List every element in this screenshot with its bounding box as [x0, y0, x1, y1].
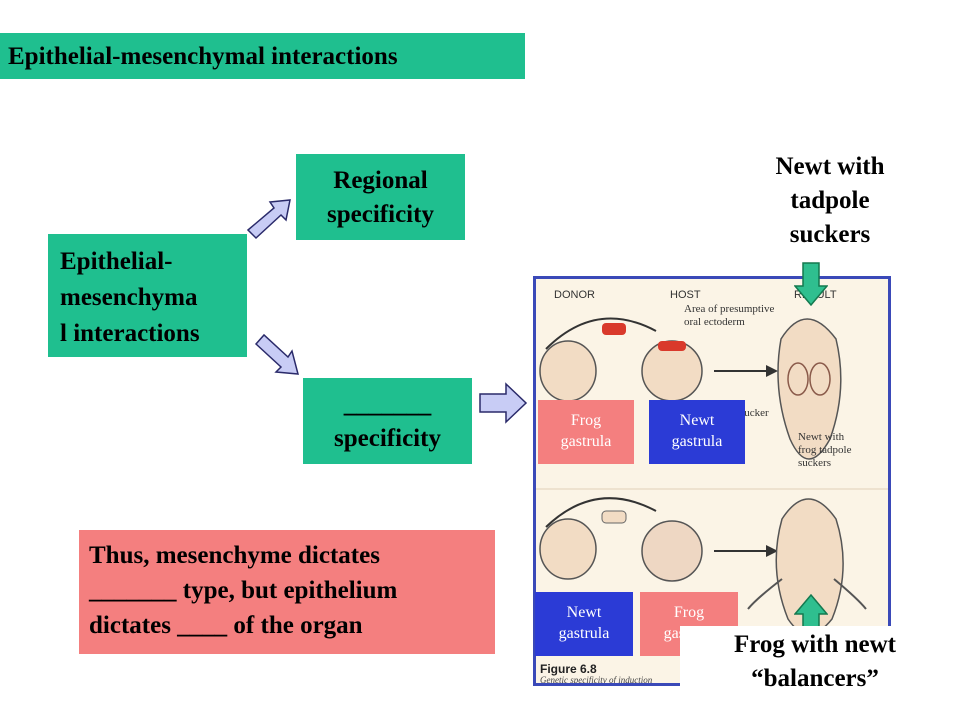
newt-gastrula-bottom-line-2: gastrula: [558, 625, 610, 642]
result-top-line-2: tadpole: [790, 187, 870, 214]
summary-box: Thus, mesenchyme dictates _______ type, …: [79, 530, 495, 654]
blank-specificity-box: _______ specificity: [303, 378, 472, 464]
summary-line-1: Thus, mesenchyme dictates: [89, 542, 380, 569]
slide-title-text: Epithelial-mesenchymal interactions: [8, 43, 398, 70]
result-top-label: Newt with tadpole suckers: [740, 150, 920, 252]
source-line-2: mesenchyma: [60, 284, 198, 311]
green-down-arrow-icon: [794, 262, 828, 306]
result-top-line-1: Newt with: [775, 153, 885, 180]
result-bottom-label: Frog with newt “balancers”: [680, 626, 950, 700]
graft-piece-bottom: [601, 510, 627, 524]
blank-line-1: _______: [343, 391, 432, 418]
graft-piece-top: [602, 323, 626, 335]
regional-line-1: Regional: [333, 167, 428, 194]
blank-line-2: specificity: [334, 425, 441, 452]
annotation-newt-line-3: suckers: [798, 457, 831, 469]
source-box: Epithelial- mesenchyma l interactions: [48, 234, 247, 357]
annotation-newt-line-2: frog tadpole: [798, 444, 852, 456]
frog-gastrula-top-line-2: gastrula: [560, 433, 612, 450]
newt-gastrula-label-top: Newt gastrula: [649, 400, 745, 464]
frog-tadpole-bottom: [775, 498, 844, 635]
regional-line-2: specificity: [327, 201, 434, 228]
newt-larva-top: [777, 318, 842, 460]
slide-title: Epithelial-mesenchymal interactions: [0, 33, 525, 79]
transfer-arrow-top: [545, 317, 657, 350]
annotation-newt-line-1: Newt with: [798, 431, 845, 443]
donor-label: DONOR: [554, 289, 595, 301]
arrow-down-right-icon: [254, 333, 299, 375]
newt-gastrula-bottom-line-1: Newt: [566, 604, 602, 621]
transfer-arrow-bottom: [545, 497, 657, 528]
newt-gastrula-top-line-2: gastrula: [671, 433, 723, 450]
newt-gastrula-label-bottom: Newt gastrula: [535, 592, 633, 656]
host-graft-top: [658, 341, 686, 351]
result-bottom-line-1: Frog with newt: [733, 631, 897, 658]
frog-gastrula-top-line-1: Frog: [570, 412, 602, 429]
figure-illustration: [536, 317, 888, 683]
frog-gastrula-label-top: Frog gastrula: [538, 400, 634, 464]
source-line-3: l interactions: [60, 320, 200, 347]
newt-gastrula-top-line-1: Newt: [679, 412, 715, 429]
donor-gastrula-bottom: [539, 518, 597, 580]
source-line-1: Epithelial-: [60, 248, 173, 275]
annotation-sucker: sucker: [740, 407, 769, 419]
annotation-area-line-1: Area of presumptive: [684, 303, 775, 315]
annotation-area: Area of presumptive oral ectoderm: [684, 303, 774, 329]
result-top-line-3: suckers: [789, 221, 871, 248]
host-gastrula-bottom: [641, 520, 703, 582]
summary-line-3: dictates ____ of the organ: [89, 612, 363, 639]
arrow-right-icon: [479, 382, 528, 424]
result-bottom-line-2: “balancers”: [751, 665, 879, 692]
arrow-up-right-icon: [246, 199, 291, 240]
regional-specificity-box: Regional specificity: [296, 154, 465, 240]
summary-line-2: _______ type, but epithelium: [89, 577, 398, 604]
annotation-newt: Newt with frog tadpole suckers: [798, 431, 851, 470]
donor-gastrula-top: [539, 340, 597, 402]
figure-caption-text: Genetic specificity of induction: [540, 675, 653, 685]
frog-gastrula-bottom-line-1: Frog: [673, 604, 705, 621]
host-label: HOST: [670, 289, 701, 301]
annotation-area-line-2: oral ectoderm: [684, 316, 745, 328]
figure-caption-title: Figure 6.8: [540, 662, 597, 676]
